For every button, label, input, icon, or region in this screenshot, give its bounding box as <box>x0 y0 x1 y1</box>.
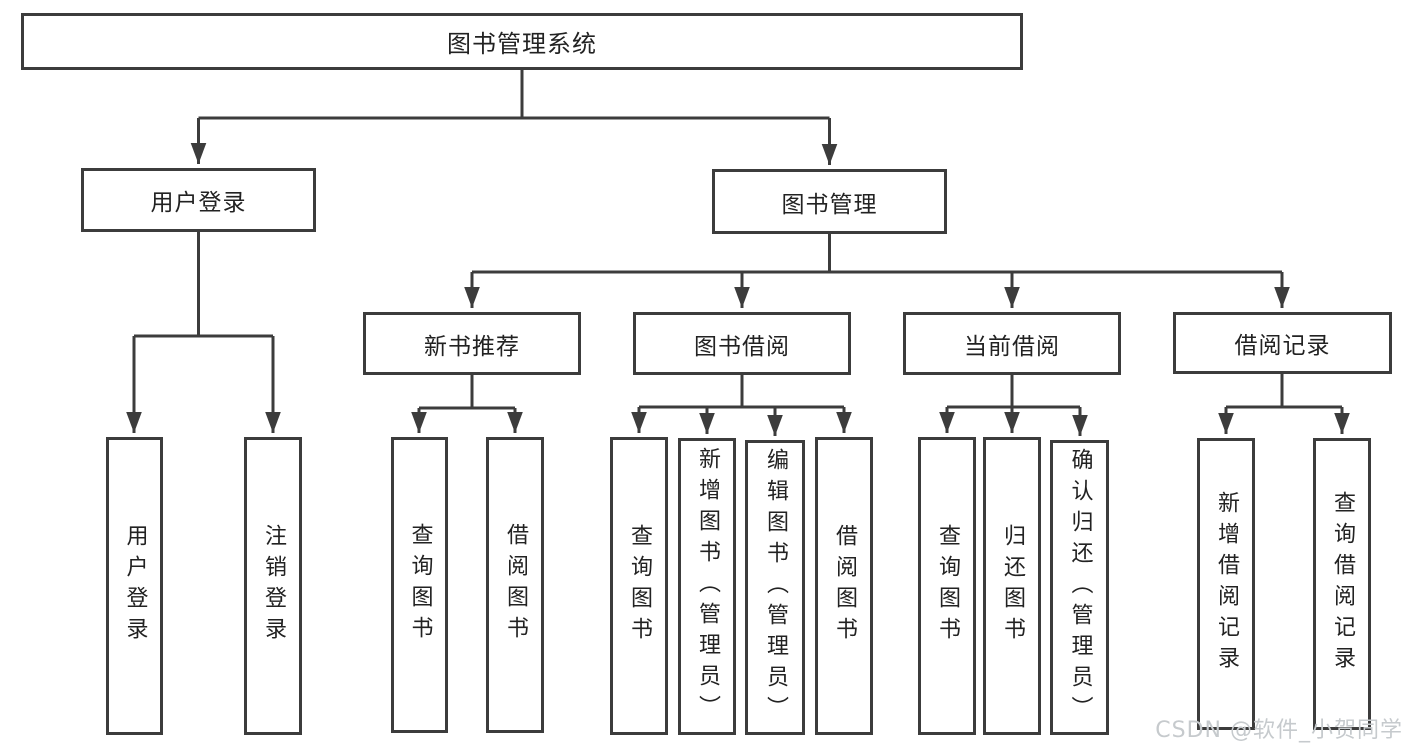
leaf-label: 查询借阅记录 <box>1330 491 1355 677</box>
node-book-management: 图书管理 <box>712 169 947 234</box>
leaf-label: 确认归还（管理员） <box>1067 448 1093 727</box>
node-new-book-recommend-label: 新书推荐 <box>424 333 520 360</box>
leaf-label: 查询图书 <box>935 524 960 648</box>
connector-borrow-stem <box>639 375 844 409</box>
leaf-logout: 注销登录 <box>244 437 302 735</box>
leaf-label: 注销登录 <box>261 524 286 648</box>
leaf-label: 新增图书（管理员） <box>695 447 720 726</box>
connector-userlogin-stem <box>134 232 273 338</box>
leaf-label: 归还图书 <box>1000 524 1025 648</box>
node-new-book-recommend: 新书推荐 <box>363 312 581 375</box>
leaf-label: 查询图书 <box>407 523 433 647</box>
leaf-query-books-current: 查询图书 <box>918 437 976 735</box>
node-current-borrow-label: 当前借阅 <box>964 333 1060 360</box>
connector-newbook-stem <box>419 375 515 410</box>
leaf-edit-book-admin: 编辑图书（管理员） <box>745 440 805 735</box>
leaf-add-book-admin: 新增图书（管理员） <box>678 438 736 735</box>
node-book-borrow: 图书借阅 <box>633 312 851 375</box>
leaf-label: 用户登录 <box>122 524 148 648</box>
node-user-login: 用户登录 <box>81 168 316 232</box>
leaf-add-borrow-record: 新增借阅记录 <box>1197 438 1255 730</box>
node-root-label: 图书管理系统 <box>447 30 597 58</box>
leaf-label: 新增借阅记录 <box>1214 491 1239 677</box>
leaf-user-login: 用户登录 <box>106 437 163 735</box>
node-root: 图书管理系统 <box>21 13 1023 70</box>
node-user-login-label: 用户登录 <box>150 190 247 216</box>
leaf-label: 借阅图书 <box>832 524 857 648</box>
leaf-borrow-books-2: 借阅图书 <box>815 437 873 735</box>
leaf-query-borrow-record: 查询借阅记录 <box>1313 438 1371 730</box>
node-book-borrow-label: 图书借阅 <box>694 333 790 360</box>
node-borrow-records-label: 借阅记录 <box>1234 333 1331 359</box>
leaf-label: 编辑图书（管理员） <box>763 448 788 727</box>
connector-root-stem <box>198 70 830 120</box>
leaf-confirm-return-admin: 确认归还（管理员） <box>1050 440 1109 735</box>
connector-current-stem <box>947 375 1080 409</box>
connector-bookmgmt-stem <box>472 234 1282 274</box>
leaf-query-books-recommend: 查询图书 <box>391 437 448 733</box>
leaf-label: 借阅图书 <box>503 523 528 647</box>
node-current-borrow: 当前借阅 <box>903 312 1121 375</box>
leaf-query-books-borrow: 查询图书 <box>610 437 668 735</box>
csdn-watermark: CSDN @软件_小贺同学 <box>1155 718 1403 743</box>
node-borrow-records: 借阅记录 <box>1173 312 1392 374</box>
node-book-management-label: 图书管理 <box>781 191 878 218</box>
leaf-borrow-books-recommend: 借阅图书 <box>486 437 544 733</box>
leaf-return-books: 归还图书 <box>983 437 1041 735</box>
leaf-label: 查询图书 <box>627 524 652 648</box>
connector-records-stem <box>1226 374 1342 409</box>
